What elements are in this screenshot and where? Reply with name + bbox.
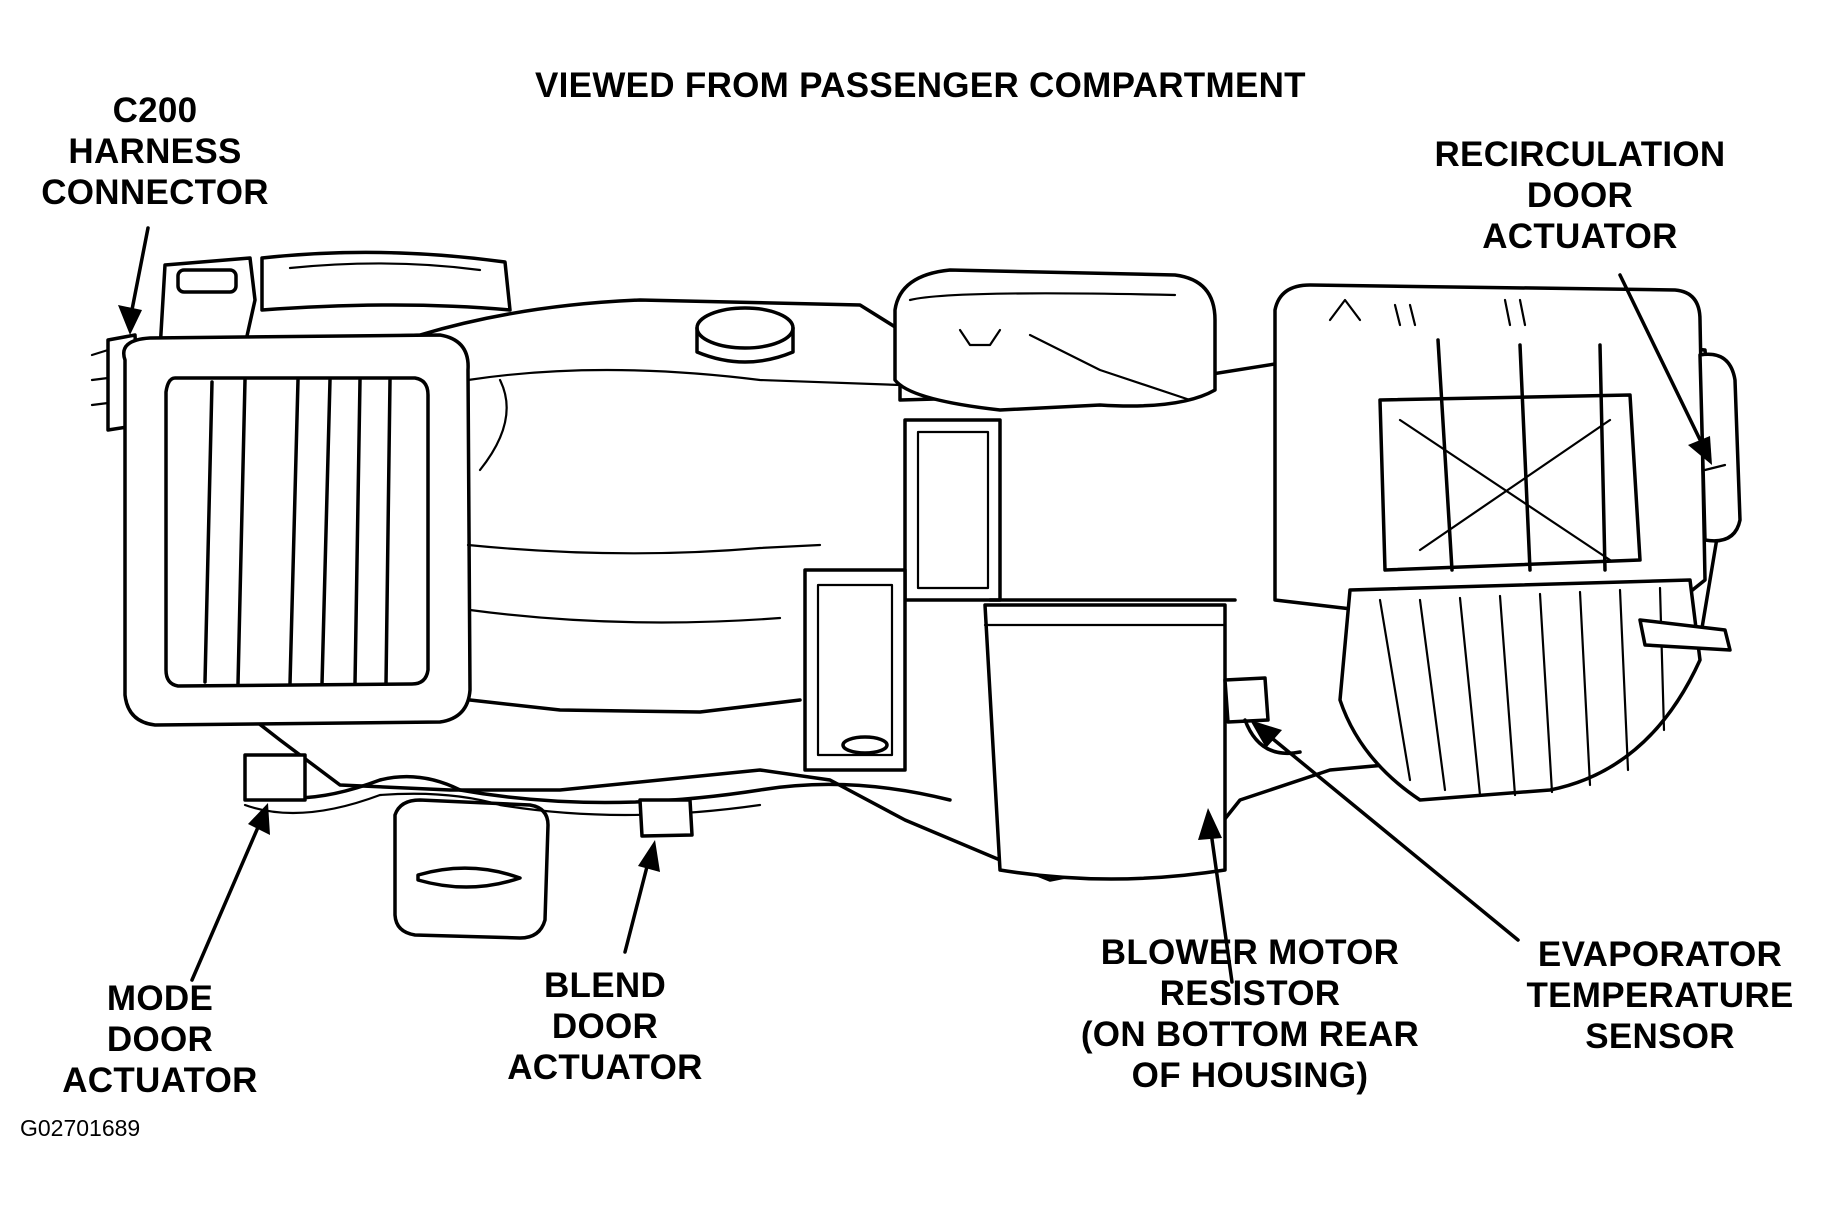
label-line: HARNESS <box>68 132 242 171</box>
arrow-head-recirculation <box>1688 436 1712 465</box>
label-recirculation-door-actuator: RECIRCULATION DOOR ACTUATOR <box>1410 134 1750 257</box>
arrow-head-c200 <box>118 305 142 335</box>
label-evaporator-temperature-sensor: EVAPORATOR TEMPERATURE SENSOR <box>1520 934 1800 1057</box>
label-mode-door-actuator: MODE DOOR ACTUATOR <box>45 978 275 1101</box>
hvac-housing <box>90 250 1742 940</box>
label-line: RESISTOR <box>1159 974 1341 1013</box>
arrow-head-mode <box>248 803 270 835</box>
label-line: CONNECTOR <box>41 173 269 212</box>
label-line: BLOWER MOTOR <box>1100 933 1400 972</box>
label-line: ACTUATOR <box>62 1061 258 1100</box>
arrow-head-blower <box>1198 808 1222 840</box>
label-line: ACTUATOR <box>507 1048 703 1087</box>
leader-arrows <box>118 226 1712 984</box>
label-line: TEMPERATURE <box>1526 976 1794 1015</box>
label-line: ACTUATOR <box>1482 217 1678 256</box>
label-c200-harness-connector: C200 HARNESS CONNECTOR <box>30 90 280 213</box>
label-line: DOOR <box>551 1007 659 1046</box>
label-line: OF HOUSING) <box>1131 1056 1369 1095</box>
label-line: (ON BOTTOM REAR <box>1080 1015 1420 1054</box>
label-line: SENSOR <box>1585 1017 1735 1056</box>
diagram-title: VIEWED FROM PASSENGER COMPARTMENT <box>535 66 1306 105</box>
arrow-head-evaporator <box>1250 720 1282 748</box>
label-line: RECIRCULATION <box>1434 135 1726 174</box>
label-line: DOOR <box>1526 176 1634 215</box>
label-blend-door-actuator: BLEND DOOR ACTUATOR <box>490 965 720 1088</box>
label-line: BLEND <box>543 966 667 1005</box>
label-line: DOOR <box>106 1020 214 1059</box>
label-line: C200 <box>112 91 198 130</box>
arrow-head-blend <box>638 840 660 872</box>
label-line: MODE <box>106 979 214 1018</box>
label-line: EVAPORATOR <box>1537 935 1783 974</box>
figure-id: G02701689 <box>20 1115 141 1141</box>
label-blower-motor-resistor: BLOWER MOTOR RESISTOR (ON BOTTOM REAR OF… <box>1080 932 1420 1096</box>
